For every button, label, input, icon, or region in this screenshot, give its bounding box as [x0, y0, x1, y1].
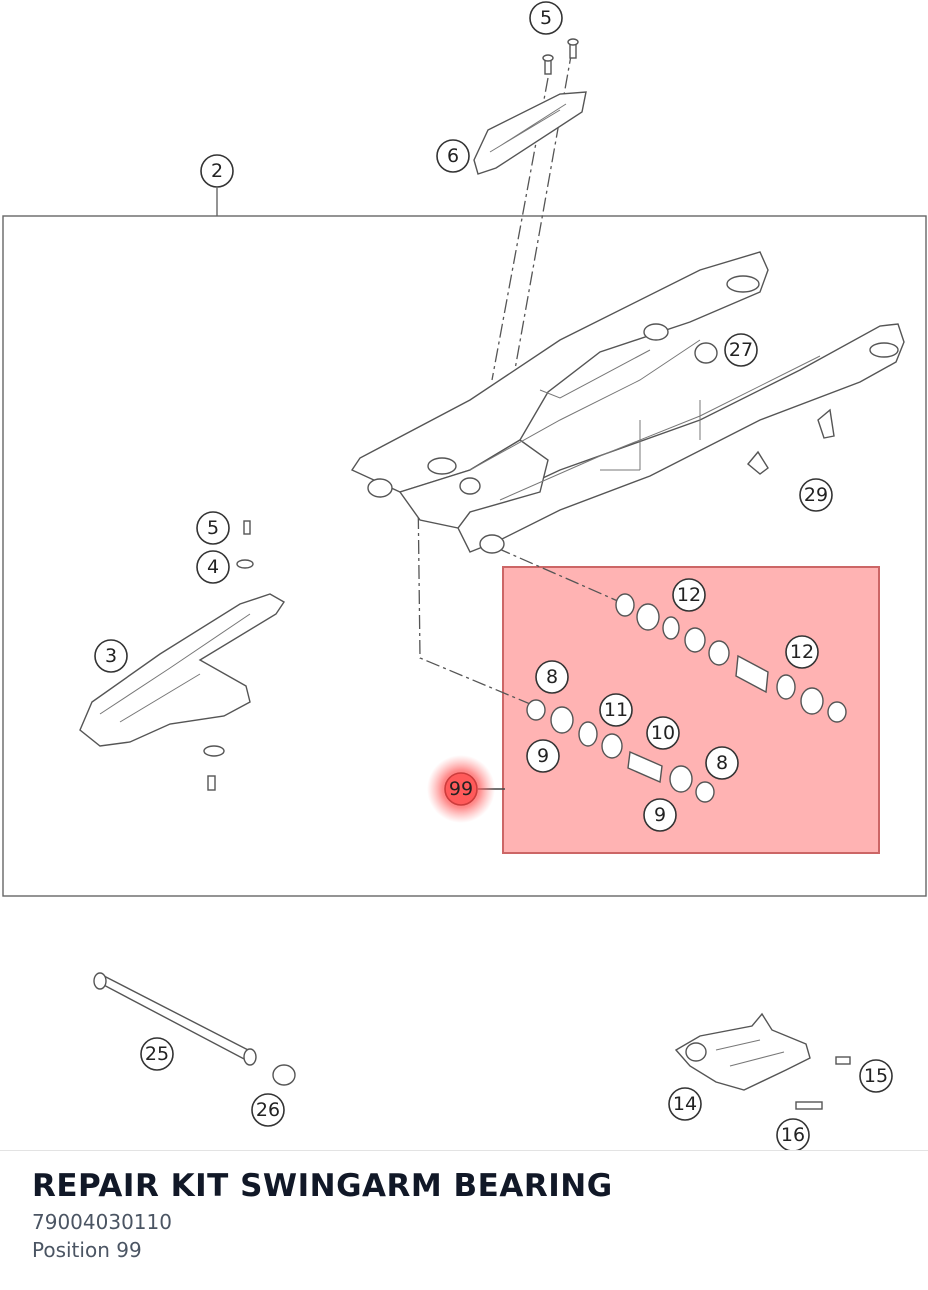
svg-text:6: 6 — [447, 145, 459, 167]
callout-9-left[interactable]: 9 — [526, 739, 560, 773]
svg-text:9: 9 — [537, 745, 549, 767]
callout-5-left[interactable]: 5 — [196, 511, 230, 545]
exploded-parts-diagram: 5 6 2 27 29 5 4 3 12 12 8 11 10 9 8 9 99… — [2, 1, 927, 1150]
callout-27[interactable]: 27 — [724, 333, 758, 367]
svg-text:15: 15 — [864, 1065, 888, 1087]
callout-8-right[interactable]: 8 — [705, 746, 739, 780]
svg-text:10: 10 — [651, 722, 675, 744]
callout-99-active[interactable]: 99 — [427, 755, 495, 823]
info-divider — [0, 1150, 928, 1151]
svg-text:29: 29 — [804, 484, 828, 506]
svg-text:4: 4 — [207, 556, 219, 578]
bearing-kit-components — [526, 593, 847, 803]
callout-11[interactable]: 11 — [599, 693, 633, 727]
part-number: 79004030110 — [32, 1210, 172, 1234]
callout-15[interactable]: 15 — [859, 1059, 893, 1093]
product-name: REPAIR KIT SWINGARM BEARING — [32, 1168, 613, 1204]
svg-text:27: 27 — [729, 339, 753, 361]
callout-25[interactable]: 25 — [140, 1037, 174, 1071]
svg-text:14: 14 — [673, 1093, 697, 1115]
swingarm-group-frame — [2, 215, 927, 897]
svg-text:8: 8 — [716, 752, 728, 774]
svg-text:25: 25 — [145, 1043, 169, 1065]
chain-guide-part — [473, 38, 587, 175]
svg-text:26: 26 — [256, 1099, 280, 1121]
callout-8-left[interactable]: 8 — [535, 660, 569, 694]
svg-text:99: 99 — [449, 778, 473, 800]
svg-text:16: 16 — [781, 1124, 805, 1146]
callout-5-top[interactable]: 5 — [529, 1, 563, 35]
callout-29[interactable]: 29 — [799, 478, 833, 512]
callout-12-lower[interactable]: 12 — [785, 635, 819, 669]
callout-26[interactable]: 26 — [251, 1093, 285, 1127]
callout-3[interactable]: 3 — [94, 639, 128, 673]
callout-16[interactable]: 16 — [776, 1118, 810, 1150]
svg-text:5: 5 — [207, 517, 219, 539]
position-label: Position 99 — [32, 1238, 142, 1262]
callout-9-right[interactable]: 9 — [643, 798, 677, 832]
svg-text:12: 12 — [677, 584, 701, 606]
svg-text:5: 5 — [540, 7, 552, 29]
callout-10[interactable]: 10 — [646, 716, 680, 750]
callout-2[interactable]: 2 — [200, 154, 234, 188]
svg-text:12: 12 — [790, 641, 814, 663]
svg-text:3: 3 — [105, 645, 117, 667]
callout-14[interactable]: 14 — [668, 1087, 702, 1121]
svg-text:9: 9 — [654, 804, 666, 826]
svg-text:11: 11 — [604, 699, 628, 721]
svg-text:2: 2 — [211, 160, 223, 182]
callout-4[interactable]: 4 — [196, 550, 230, 584]
leader-line-left-bearing — [417, 489, 536, 707]
callout-6[interactable]: 6 — [436, 139, 470, 173]
svg-text:8: 8 — [546, 666, 558, 688]
cap-27-part — [694, 342, 718, 364]
callout-12-upper[interactable]: 12 — [672, 578, 706, 612]
leader-line-right-bearing — [496, 547, 621, 603]
swingarm-part — [350, 251, 905, 554]
chain-slider-part — [79, 520, 285, 791]
chain-guide-lower-part — [674, 1012, 851, 1110]
swingarm-axle-part — [93, 972, 296, 1086]
